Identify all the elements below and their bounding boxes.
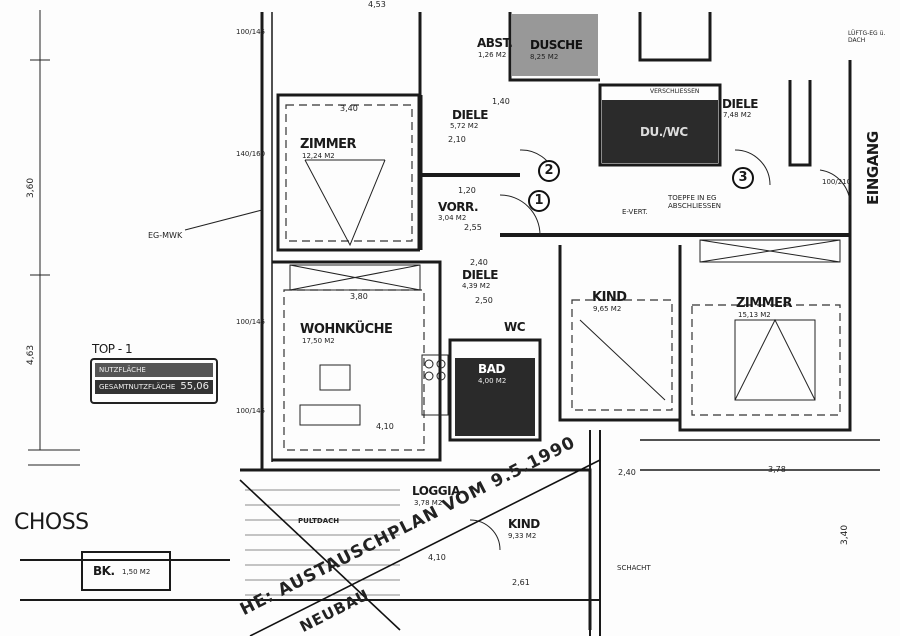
e-vert-label: E-VERT. (622, 208, 648, 216)
marker-1: 1 (528, 190, 550, 212)
entrance-label: EINGANG (864, 131, 882, 205)
dimension: 1,20 (458, 186, 476, 195)
dimension: 4,10 (376, 422, 394, 431)
dimension: 2,40 (470, 258, 488, 267)
luefter-note: LÜFTG-EG ü. DACH (848, 30, 886, 44)
room-bad-area: 4,00 M2 (478, 377, 507, 385)
summary-title: TOP - 1 (92, 342, 133, 356)
room-abst-area: 1,26 M2 (478, 51, 507, 59)
dimension: 3,80 (350, 292, 368, 301)
eg-mwk-label: EG-MWK (148, 231, 183, 240)
room-loggia-area: 3,78 M2 (414, 499, 443, 507)
dimension: 100/145 (236, 28, 266, 36)
room-abst-label: ABST. (477, 36, 513, 50)
room-wohnkueche-area: 17,50 M2 (302, 337, 335, 345)
room-wc-label: WC (504, 320, 526, 334)
dimension: 140/160 (236, 150, 266, 158)
room-bad-label: BAD (478, 362, 505, 376)
dimension: 100/145 (236, 407, 266, 415)
stair-note: TOEPFE IN EG ABSCHLIESSEN (668, 194, 721, 210)
schacht-label: SCHACHT (617, 564, 651, 572)
summary-row-nutzflaeche: NUTZFLÄCHE (95, 363, 213, 377)
pultdach-label: PULTDACH (298, 517, 340, 525)
summary-box: NUTZFLÄCHE GESAMTNUTZFLÄCHE 55,06 (90, 358, 218, 404)
room-diele-3-area: 4,39 M2 (462, 282, 491, 290)
room-bk-label: BK. (93, 564, 115, 578)
dimension: 4,53 (368, 0, 386, 9)
room-diele-2-label: DIELE (722, 97, 758, 111)
summary-row-total: GESAMTNUTZFLÄCHE 55,06 (95, 380, 213, 394)
dimension: 2,61 (512, 578, 530, 587)
wall-kind (558, 245, 682, 422)
floor-label-partial: CHOSS (14, 510, 89, 535)
room-kind-1-area: 9,65 M2 (593, 305, 622, 313)
dimension: 4,63 (26, 344, 36, 365)
room-dusche-label: DUSCHE (530, 38, 583, 52)
room-zimmer-2-label: ZIMMER (736, 296, 793, 311)
room-zimmer-1-area: 12,24 M2 (302, 152, 335, 160)
room-zimmer-2-area: 15,13 M2 (738, 311, 771, 319)
wall-zimmer-1 (276, 12, 422, 252)
dimension: 3,40 (840, 524, 850, 545)
wall-zimmer-2 (678, 245, 852, 432)
room-kind-1-label: KIND (592, 290, 627, 305)
room-dusche-area: 8,25 M2 (530, 53, 559, 61)
wall-du-wc (598, 83, 722, 167)
room-kind-2-label: KIND (508, 517, 540, 531)
summary-total-label: GESAMTNUTZFLÄCHE (99, 383, 176, 391)
dimension: 2,40 (618, 468, 636, 477)
room-loggia-label: LOGGIA (412, 484, 460, 498)
du-wc-fill (602, 100, 718, 163)
marker-2: 2 (538, 160, 560, 182)
room-vorr-area: 3,04 M2 (438, 214, 467, 222)
room-diele-3-label: DIELE (462, 268, 498, 282)
wall-bad (448, 338, 542, 442)
room-diele-2-area: 7,48 M2 (723, 111, 752, 119)
room-bk-area: 1,50 M2 (122, 568, 151, 576)
summary-total-value: 55,06 (180, 381, 209, 392)
dimension: 4,10 (428, 553, 446, 562)
dimension: 1,40 (492, 97, 510, 106)
wall-wohnkueche (272, 260, 442, 462)
dimension: 100/145 (236, 318, 266, 326)
dimension: 2,10 (448, 135, 466, 144)
room-kind-2-area: 9,33 M2 (508, 532, 537, 540)
dimension: 3,60 (26, 177, 36, 198)
dimension: 2,55 (464, 223, 482, 232)
dimension: 100/210 (822, 178, 852, 186)
marker-3: 3 (732, 167, 754, 189)
dimension: 3,78 (768, 465, 786, 474)
room-du-wc-label: DU./WC (640, 125, 688, 139)
room-vorr-label: VORR. (438, 200, 479, 214)
room-zimmer-1-label: ZIMMER (300, 137, 357, 152)
dimension: 2,50 (475, 296, 493, 305)
verschliessen-note: VERSCHLIESSEN (650, 88, 700, 95)
dimension: 3,40 (340, 104, 358, 113)
room-wohnkueche-label: WOHNKÜCHE (300, 322, 393, 337)
room-diele-1-area: 5,72 M2 (450, 122, 479, 130)
room-diele-1-label: DIELE (452, 108, 488, 122)
